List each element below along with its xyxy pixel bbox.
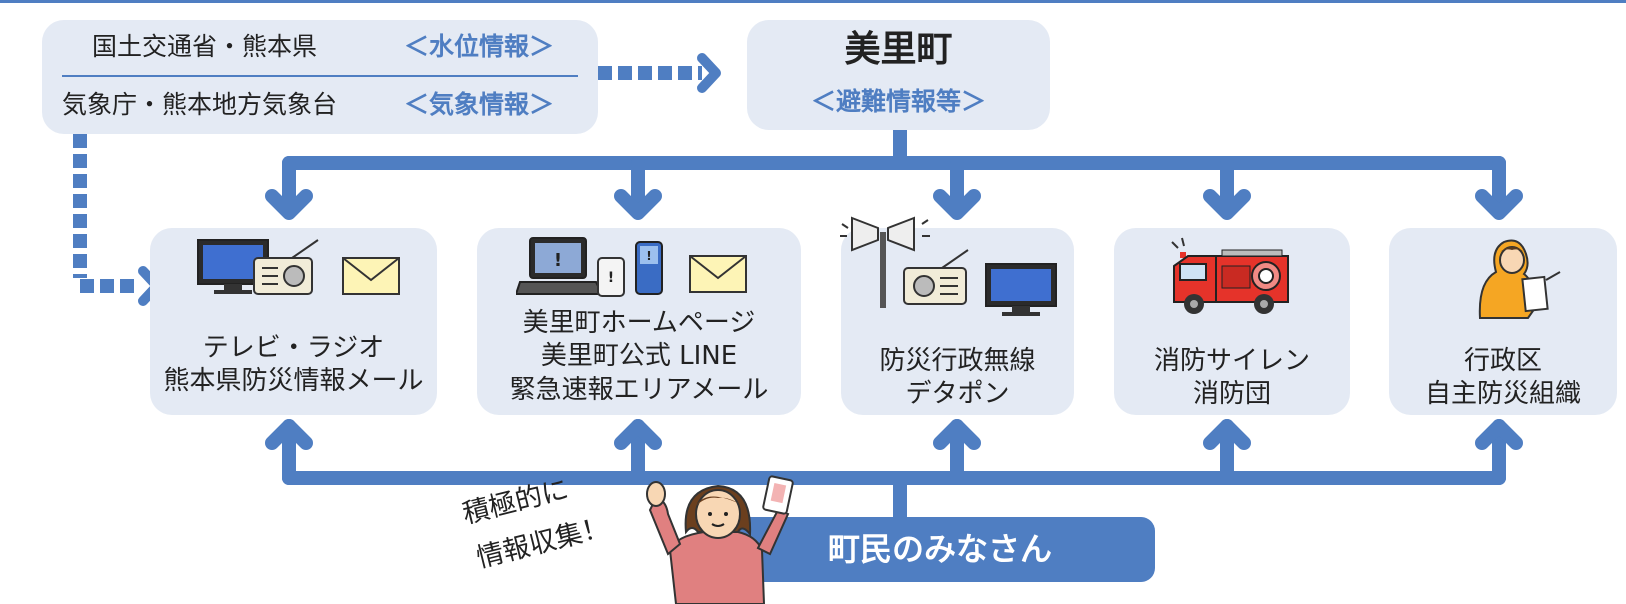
source-row1-info: ＜水位情報＞	[404, 32, 555, 61]
up-arrows	[265, 419, 1523, 485]
channel-3-line1: 防災行政無線	[879, 346, 1036, 376]
tv-icon	[985, 263, 1057, 316]
sources-box	[42, 20, 598, 134]
town-info: ＜避難情報等＞	[810, 87, 986, 116]
channel-5-line1: 行政区	[1463, 346, 1542, 376]
channel-4-line1: 消防サイレン	[1153, 346, 1310, 376]
loudspeaker-pole-icon	[840, 216, 930, 308]
channel-1-line1: テレビ・ラジオ	[202, 333, 385, 363]
envelope-icon	[342, 257, 400, 295]
sources-divider	[62, 75, 578, 77]
svg-text:!: !	[554, 250, 562, 271]
down-arrows	[265, 156, 1523, 220]
residents-label: 町民のみなさん	[827, 530, 1052, 568]
radio-icon	[903, 249, 969, 305]
smartphone-icon: !	[597, 257, 625, 297]
channel-3-line2: デタポン	[905, 379, 1010, 409]
town-name: 美里町	[844, 29, 953, 70]
channel-box-radio-system	[841, 228, 1074, 415]
channel-2-line3: 緊急速報エリアメール	[509, 375, 769, 405]
residents-banner	[725, 517, 1155, 582]
radio-icon	[253, 239, 319, 295]
resident-woman-icon	[646, 475, 794, 604]
mobile-phone-icon: !	[635, 241, 663, 295]
channel-2-line2: 美里町公式 LINE	[540, 341, 738, 371]
top-rule	[0, 0, 1626, 3]
fire-truck-icon	[1171, 237, 1289, 314]
source-row2-info: ＜気象情報＞	[404, 90, 555, 119]
channel-1-line2: 熊本県防災情報メール	[163, 366, 424, 396]
arrowhead-to-town	[697, 53, 721, 93]
channel-4-line2: 消防団	[1192, 379, 1271, 409]
source-row2-name: 気象庁・熊本地方気象台	[62, 90, 338, 119]
svg-text:!: !	[608, 270, 614, 286]
source-row1-name: 国土交通省・熊本県	[92, 32, 318, 61]
channel-2-line1: 美里町ホームページ	[522, 308, 756, 338]
laptop-icon: !	[516, 237, 602, 295]
town-box	[747, 20, 1050, 130]
envelope-icon	[689, 255, 747, 293]
announcer-person-icon	[1478, 239, 1561, 319]
channel-5-line2: 自主防災組織	[1424, 379, 1581, 409]
svg-text:!: !	[646, 249, 651, 263]
